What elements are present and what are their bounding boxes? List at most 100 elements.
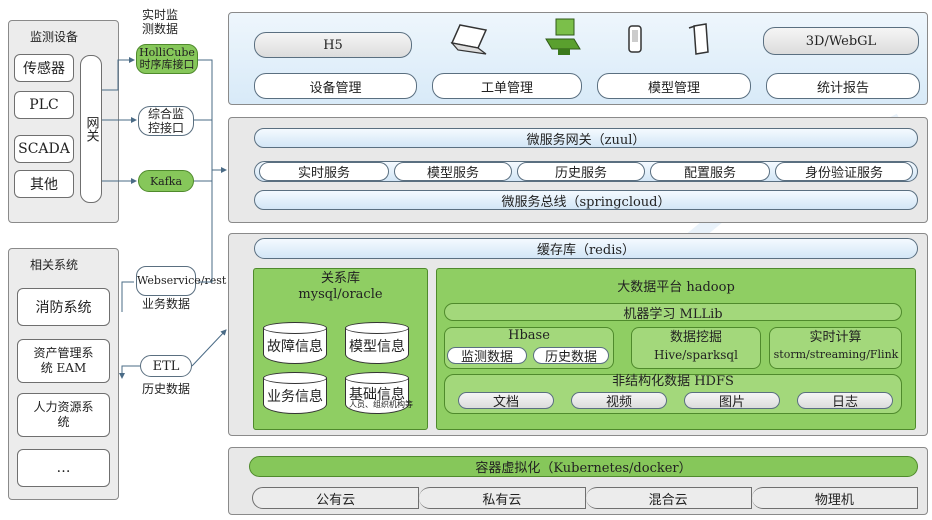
- menu-model-management-label: 模型管理: [647, 80, 700, 96]
- system-eam: 资产管理系统 EAM: [17, 339, 110, 383]
- realtime-data-label: 实时监测数据: [141, 8, 178, 36]
- cloud-private: 私有云: [419, 487, 586, 509]
- hbase-history-data: 历史数据: [533, 347, 609, 365]
- history-data-label: 历史数据: [141, 382, 190, 396]
- table-basic-info-label: 基础信息: [349, 387, 405, 403]
- service-config: 配置服务: [650, 162, 770, 181]
- etl-interface: ETL: [140, 355, 192, 377]
- hdfs-log-label: 日志: [831, 395, 858, 410]
- hollicube-label: HolliCube时序库接口: [139, 46, 195, 71]
- microservice-bus: 微服务总线（springcloud）: [254, 190, 918, 210]
- realtime-compute-box: [769, 327, 902, 369]
- cloud-row: 公有云 私有云 混合云 物理机: [252, 487, 918, 509]
- microservice-gateway-label: 微服务网关（zuul）: [526, 132, 646, 148]
- ml-mllib: 机器学习 MLLib: [444, 303, 902, 322]
- menu-workorder-management[interactable]: 工单管理: [432, 73, 582, 99]
- system-hr-label: 人力资源系统: [33, 400, 94, 429]
- menu-statistics-report[interactable]: 统计报告: [766, 73, 920, 99]
- cache-redis-label: 缓存库（redis）: [536, 243, 636, 258]
- hbase-title: Hbase: [508, 328, 550, 343]
- system-eam-label: 资产管理系统 EAM: [33, 346, 94, 375]
- hdfs-log: 日志: [797, 392, 893, 410]
- hdfs-video: 视频: [571, 392, 667, 410]
- service-auth-label: 身份验证服务: [804, 166, 883, 181]
- device-sensor: 传感器: [14, 54, 74, 82]
- service-history: 历史服务: [517, 162, 645, 181]
- system-fire: 消防系统: [17, 288, 110, 326]
- device-other-label: 其他: [30, 177, 58, 193]
- menu-statistics-report-label: 统计报告: [816, 80, 869, 96]
- device-other: 其他: [14, 170, 74, 198]
- device-plc-label: PLC: [29, 97, 59, 113]
- menu-device-management-label: 设备管理: [309, 80, 362, 96]
- integrated-monitor-interface: 综合监控接口: [138, 106, 194, 136]
- connector-arrows: [102, 57, 227, 379]
- related-systems-title: 相关系统: [29, 258, 78, 272]
- cloud-hybrid-label: 混合云: [648, 492, 688, 508]
- cloud-public-label: 公有云: [316, 492, 356, 508]
- service-model-label: 模型服务: [426, 166, 479, 181]
- cloud-hybrid: 混合云: [585, 487, 752, 509]
- relational-db-subtitle: mysql/oracle: [298, 287, 383, 302]
- menu-device-management[interactable]: 设备管理: [254, 73, 417, 99]
- webgl-button[interactable]: 3D/WebGL: [763, 27, 919, 55]
- microservice-bus-label: 微服务总线（springcloud）: [501, 194, 671, 210]
- data-mining-title: 数据挖掘: [669, 330, 722, 345]
- gateway-label: 网关: [83, 116, 99, 142]
- hbase-monitor-data: 监测数据: [447, 347, 527, 365]
- service-history-label: 历史服务: [554, 166, 607, 181]
- cloud-public: 公有云: [252, 487, 420, 509]
- laptop-icon: [450, 24, 488, 55]
- data-mining-sub: Hive/sparksql: [654, 348, 738, 362]
- service-realtime-label: 实时服务: [297, 166, 350, 181]
- table-model-info: 模型信息: [345, 322, 409, 364]
- hbase-monitor-data-label: 监测数据: [460, 350, 513, 365]
- h5-button[interactable]: H5: [254, 32, 412, 58]
- table-fault-info: 故障信息: [263, 322, 327, 364]
- device-plc: PLC: [14, 91, 74, 119]
- cloud-physical-label: 物理机: [814, 492, 854, 508]
- menu-model-management[interactable]: 模型管理: [597, 73, 751, 99]
- gateway-box: 网关: [80, 55, 102, 203]
- hdfs-image-label: 图片: [718, 395, 745, 410]
- kafka-interface: Kafka: [138, 170, 194, 192]
- table-fault-info-label: 故障信息: [267, 338, 323, 355]
- webgl-label: 3D/WebGL: [805, 33, 877, 49]
- kafka-label: Kafka: [149, 174, 183, 188]
- business-data-label: 业务数据: [141, 297, 190, 311]
- hdfs-video-label: 视频: [605, 395, 632, 410]
- bigdata-title: 大数据平台 hadoop: [617, 280, 735, 295]
- device-scada-label: SCADA: [18, 141, 70, 157]
- container-virtualization-label: 容器虚拟化（Kubernetes/docker）: [475, 461, 692, 476]
- tablet-icon: [688, 23, 709, 55]
- hdfs-document: 文档: [458, 392, 554, 410]
- cache-redis: 缓存库（redis）: [254, 238, 918, 259]
- cloud-private-label: 私有云: [482, 492, 522, 508]
- hbase-history-data-label: 历史数据: [544, 350, 597, 365]
- h5-label: H5: [323, 37, 343, 53]
- table-basic-info: 基础信息: [345, 372, 409, 414]
- integrated-label: 综合监控接口: [147, 107, 184, 135]
- hollicube-interface: HolliCube时序库接口: [136, 44, 198, 74]
- system-hr: 人力资源系统: [17, 393, 110, 437]
- realtime-compute-title: 实时计算: [809, 330, 862, 345]
- cloud-physical: 物理机: [751, 487, 918, 509]
- service-auth: 身份验证服务: [775, 162, 913, 181]
- hdfs-title: 非结构化数据 HDFS: [612, 374, 734, 389]
- container-virtualization: 容器虚拟化（Kubernetes/docker）: [249, 456, 918, 477]
- system-more: …: [17, 449, 110, 487]
- device-scada: SCADA: [14, 135, 74, 163]
- mobile-phone-icon: [628, 25, 642, 53]
- table-model-info-label: 模型信息: [349, 338, 405, 355]
- ml-mllib-label: 机器学习 MLLib: [623, 306, 723, 322]
- table-business-info: 业务信息: [263, 372, 327, 414]
- realtime-compute-sub: storm/streaming/Flink: [773, 348, 899, 361]
- hdfs-document-label: 文档: [492, 395, 519, 410]
- hdfs-image: 图片: [684, 392, 780, 410]
- menu-workorder-management-label: 工单管理: [480, 80, 533, 96]
- etl-label: ETL: [152, 358, 180, 374]
- table-business-info-label: 业务信息: [267, 388, 323, 405]
- service-realtime: 实时服务: [259, 162, 389, 181]
- device-sensor-label: 传感器: [23, 61, 65, 77]
- system-more-label: …: [56, 460, 71, 476]
